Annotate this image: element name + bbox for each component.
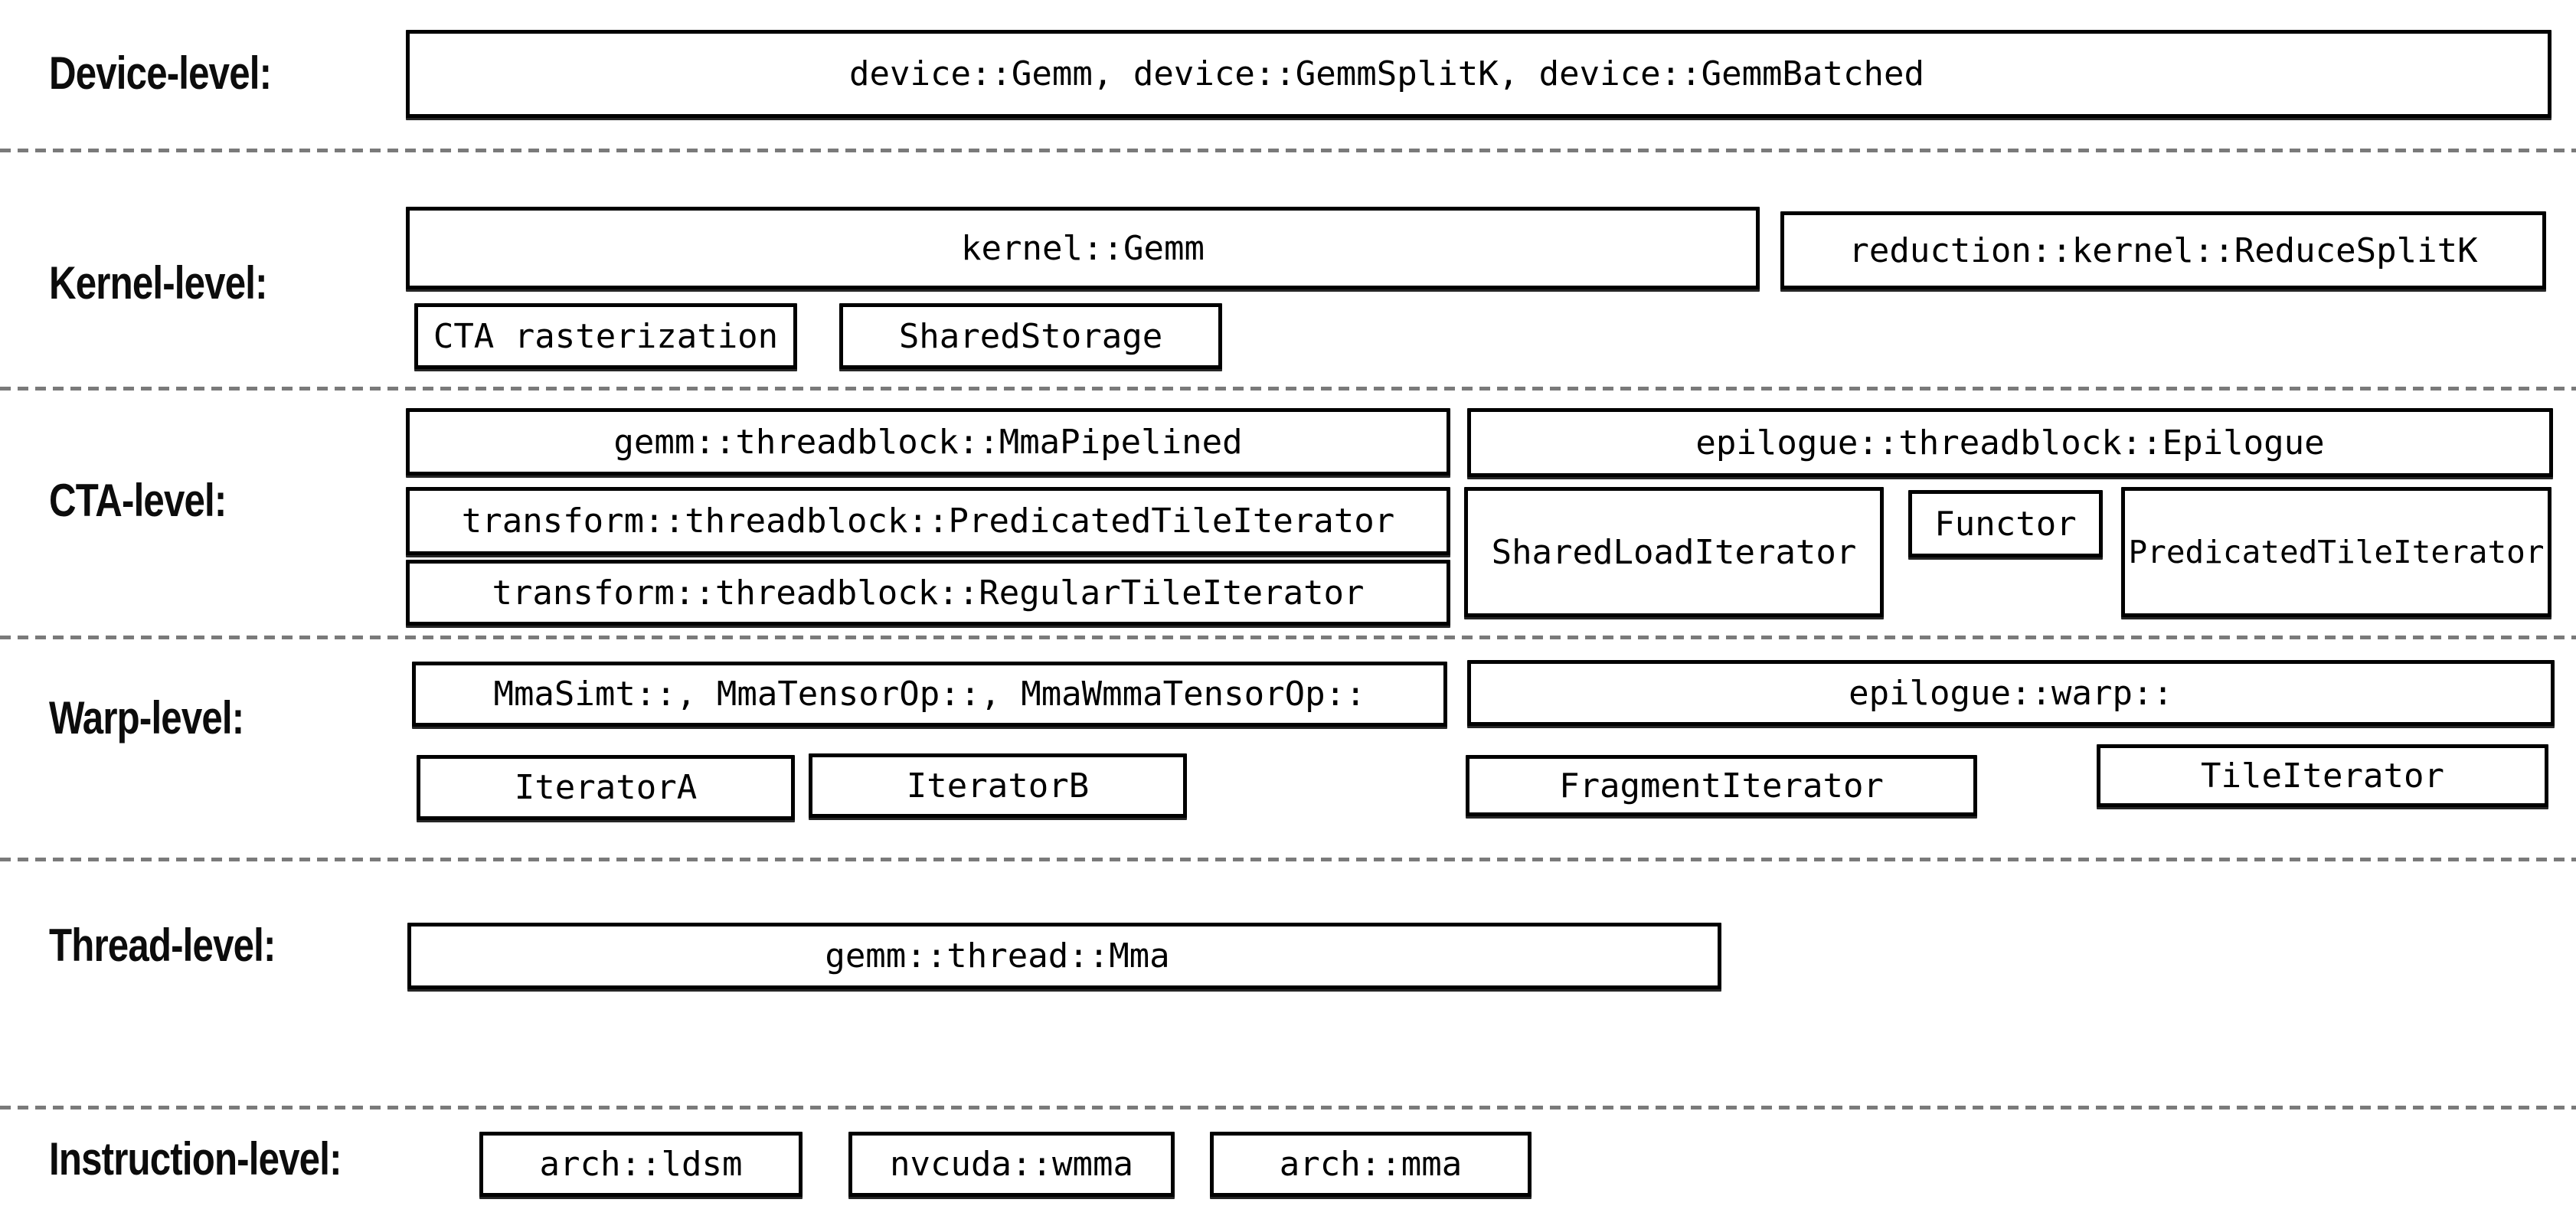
level-divider-kernel-cta [0,387,2576,391]
box-functor: Functor [1908,490,2103,557]
box-arch-mma: arch::mma [1210,1132,1532,1197]
box-shared-load-iterator: SharedLoadIterator [1464,487,1884,617]
level-divider-cta-warp [0,636,2576,639]
box-arch-ldsm: arch::ldsm [479,1132,803,1197]
level-divider-thread-instruction [0,1106,2576,1110]
box-tile-iterator: TileIterator [2097,744,2548,807]
box-reduce-splitk: reduction::kernel::ReduceSplitK [1780,211,2546,289]
box-warp-mma-variants: MmaSimt::, MmaTensorOp::, MmaWmmaTensorO… [412,662,1447,727]
box-regular-tile-iterator: transform::threadblock::RegularTileItera… [406,560,1450,626]
box-cta-rasterization: CTA rasterization [414,303,797,369]
box-kernel-gemm: kernel::Gemm [406,207,1760,289]
row-label-cta-level: CTA-level: [49,475,227,526]
level-divider-device-kernel [0,149,2576,152]
box-epilogue-predicated-tile-iterator: PredicatedTileIterator [2121,487,2551,617]
box-nvcuda-wmma: nvcuda::wmma [848,1132,1175,1197]
box-thread-mma: gemm::thread::Mma [407,923,1721,989]
box-iterator-a: IteratorA [417,755,795,820]
box-shared-storage: SharedStorage [839,303,1222,369]
box-predicated-tile-iterator: transform::threadblock::PredicatedTileIt… [406,487,1450,555]
row-label-warp-level: Warp-level: [49,692,244,743]
box-iterator-b: IteratorB [809,753,1187,818]
row-label-instruction-level: Instruction-level: [49,1133,342,1185]
row-label-thread-level: Thread-level: [49,920,276,971]
row-label-device-level: Device-level: [49,47,272,99]
box-mma-pipelined: gemm::threadblock::MmaPipelined [406,408,1450,476]
box-epilogue-warp: epilogue::warp:: [1467,660,2555,726]
box-device-gemm-apis: device::Gemm, device::GemmSplitK, device… [406,30,2551,118]
row-label-kernel-level: Kernel-level: [49,257,267,309]
box-fragment-iterator: FragmentIterator [1466,755,1977,816]
level-divider-warp-thread [0,858,2576,861]
box-epilogue-threadblock: epilogue::threadblock::Epilogue [1467,408,2553,477]
